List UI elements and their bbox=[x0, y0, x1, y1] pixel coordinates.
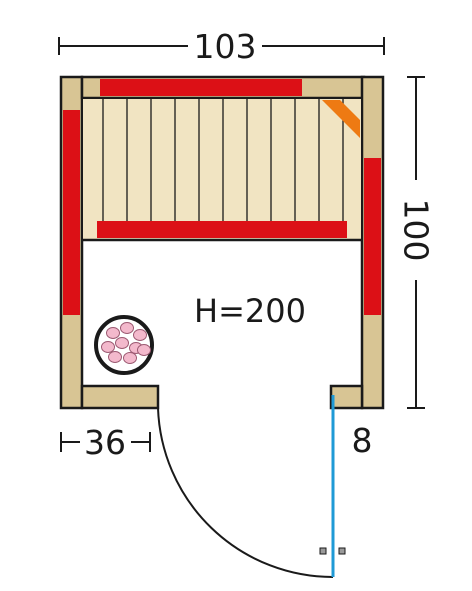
top-heater-panel bbox=[100, 79, 302, 96]
left-wall bbox=[59, 75, 84, 410]
stove-stone bbox=[137, 344, 151, 356]
bench-width-dimension bbox=[60, 432, 151, 452]
width-dimension bbox=[58, 37, 385, 55]
stove-stone bbox=[108, 351, 122, 363]
left-heater-panel bbox=[63, 110, 80, 315]
stove-stone bbox=[115, 337, 129, 349]
door-swing-arc bbox=[157, 407, 334, 578]
right-wall bbox=[360, 75, 385, 410]
front-wall-left bbox=[80, 384, 160, 410]
stove-stone bbox=[106, 327, 120, 339]
depth-dimension bbox=[407, 76, 425, 409]
stove-stone bbox=[133, 329, 147, 341]
stove-stone bbox=[120, 322, 134, 334]
bench bbox=[81, 97, 363, 242]
wall-thickness-label: 8 bbox=[352, 421, 373, 460]
sauna-stove-stones-icon bbox=[94, 315, 154, 375]
right-heater-panel bbox=[364, 158, 381, 315]
top-wall bbox=[80, 75, 366, 100]
depth-label: 100 bbox=[397, 199, 436, 262]
stove-stone bbox=[101, 341, 115, 353]
door-hinge-icon bbox=[319, 547, 327, 555]
front-wall-right bbox=[329, 384, 364, 410]
height-label: H=200 bbox=[194, 292, 306, 330]
width-label: 103 bbox=[194, 27, 257, 66]
stove-stone bbox=[123, 352, 137, 364]
door-hinge-icon bbox=[338, 547, 346, 555]
corner-light bbox=[322, 100, 360, 138]
bench-heater-panel bbox=[97, 221, 347, 238]
bench-slats bbox=[102, 98, 344, 221]
bench-width-label: 36 bbox=[84, 423, 126, 462]
